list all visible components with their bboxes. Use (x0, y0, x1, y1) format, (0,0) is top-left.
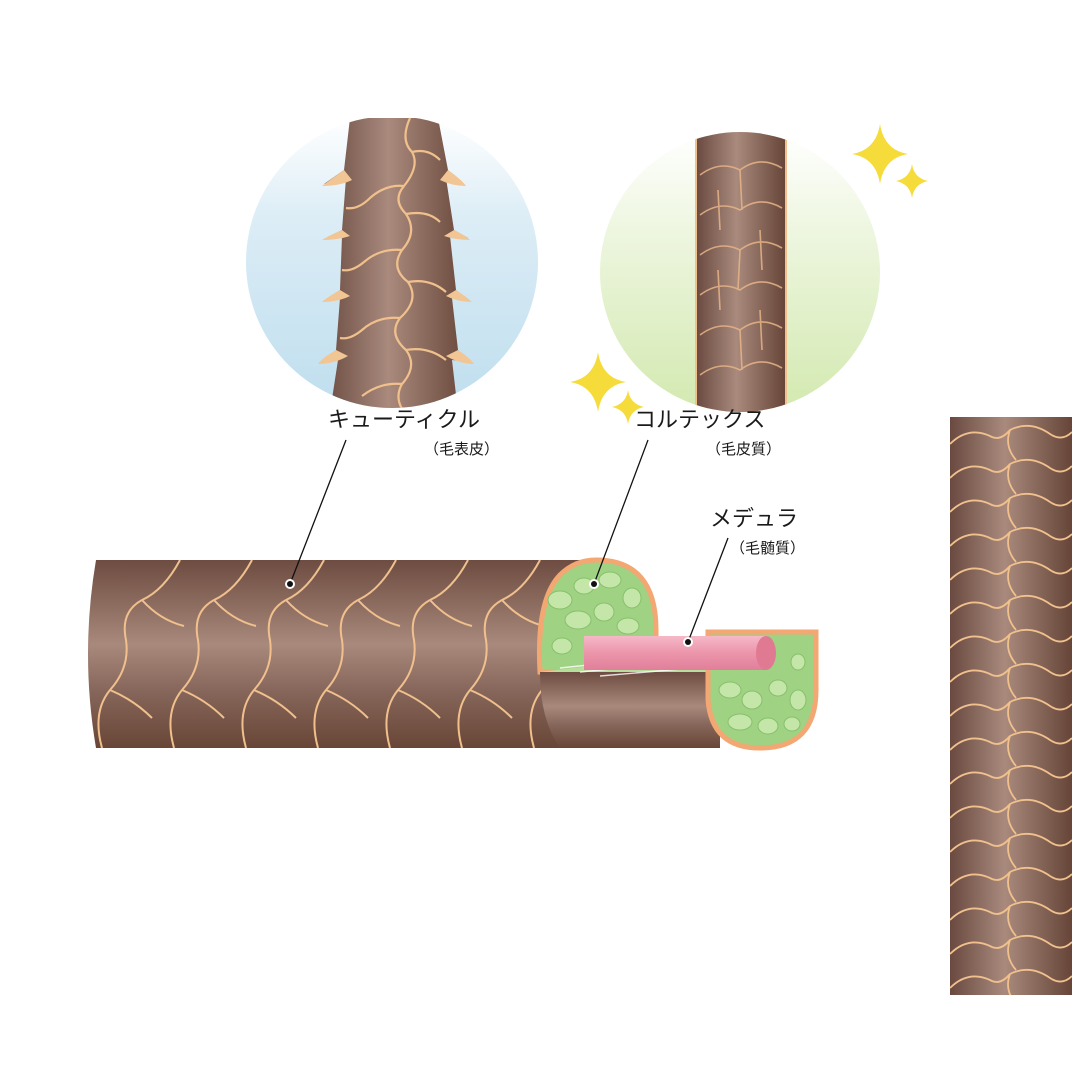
svg-text:（毛髄質）: （毛髄質） (730, 539, 805, 557)
svg-text:メデュラ: メデュラ (710, 507, 798, 532)
healthy-hair-closeup (600, 132, 880, 412)
svg-text:（毛皮質）: （毛皮質） (706, 440, 781, 458)
damaged-hair-closeup (246, 116, 538, 408)
svg-text:（毛表皮）: （毛表皮） (424, 440, 499, 458)
svg-text:キューティクル: キューティクル (328, 408, 480, 433)
label-cuticle: キューティクル （毛表皮） (285, 408, 499, 589)
svg-text:コルテックス: コルテックス (634, 408, 765, 433)
label-cortex: コルテックス （毛皮質） (589, 408, 781, 589)
sparkle-icon (570, 124, 928, 424)
hair-strand-vertical (950, 417, 1072, 995)
hair-cross-section (88, 557, 819, 751)
medulla-rod (584, 636, 776, 670)
label-medulla: メデュラ （毛髄質） (683, 507, 805, 647)
